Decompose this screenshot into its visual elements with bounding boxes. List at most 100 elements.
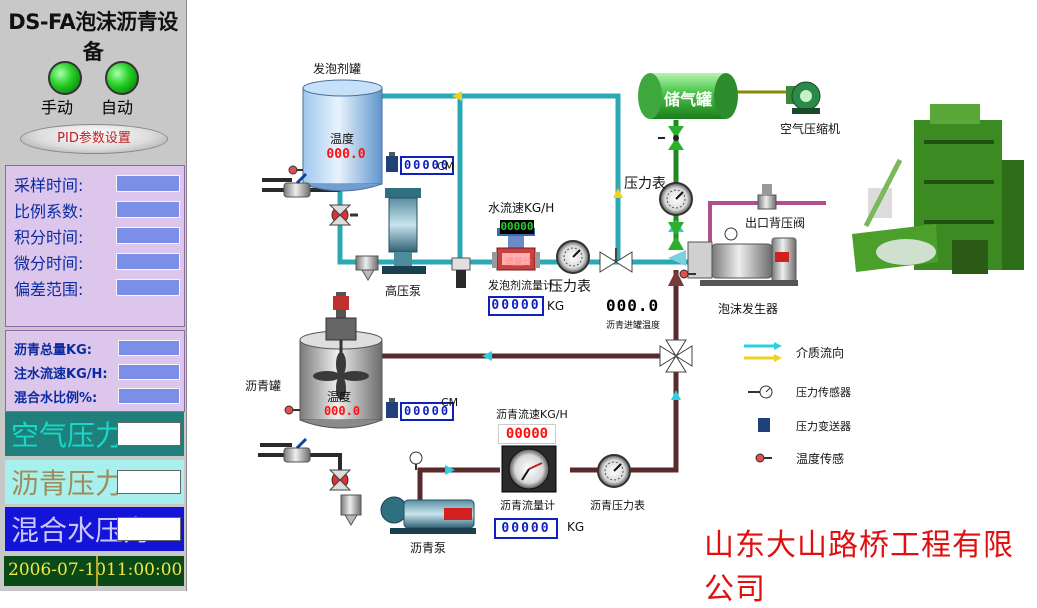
asphalt-total-display: 00000 (494, 518, 558, 539)
deviation-range-field[interactable] (116, 279, 180, 296)
gas-storage-tank[interactable] (638, 73, 738, 119)
asphalt-plant-image (852, 104, 1024, 274)
foam-level-transmitter (386, 152, 398, 172)
asphalt-pump[interactable] (380, 496, 476, 534)
control-panel: DS-FA泡沫沥青设备 手动 自动 PID参数设置 采样时间: 比例系数: 积分… (0, 0, 187, 591)
asphalt-flow-display: 00000 (498, 424, 556, 444)
derivative-time-label: 微分时间: (14, 254, 84, 273)
auto-mode-label: 自动 (101, 98, 134, 117)
foam-level-unit: CM (437, 160, 455, 173)
proportional-gain-field[interactable] (116, 201, 180, 218)
water-strainer (355, 255, 379, 281)
hp-pump-label: 高压泵 (385, 284, 422, 298)
asphalt-inlet-ball-valve[interactable] (283, 437, 311, 463)
asphalt-level-transmitter (386, 398, 398, 418)
water-flow-rate-field (118, 364, 180, 380)
asphalt-pressure-field (117, 470, 181, 494)
air-pressure-panel: 空气压力 (5, 412, 184, 456)
high-pressure-pump[interactable] (382, 188, 426, 274)
asphalt-inlet-temp-label: 沥青进罐温度 (606, 321, 661, 331)
legend-pressure-transmitter-label: 压力变送器 (796, 420, 851, 433)
foam-tank-label: 发泡剂罐 (313, 62, 362, 76)
foam-generator[interactable] (687, 227, 798, 286)
pid-settings-button[interactable]: PID参数设置 (20, 124, 168, 154)
outlet-back-pressure-valve[interactable] (757, 184, 777, 210)
deviation-range-label: 偏差范围: (14, 280, 84, 299)
legend-temp-sensor-icon (755, 453, 772, 463)
integral-time-label: 积分时间: (14, 228, 84, 247)
flow-arrows (452, 91, 623, 267)
stats-panel: 沥青总量KG: 注水流速KG/H: 混合水比例%: (5, 330, 185, 412)
sampling-time-field[interactable] (116, 175, 180, 192)
manual-mode-label: 手动 (41, 98, 74, 117)
gas-valve[interactable] (658, 126, 684, 150)
asphalt-tank-label: 沥青罐 (245, 379, 282, 393)
air-compressor[interactable] (786, 81, 821, 114)
foam-inlet-ball-valve[interactable] (283, 172, 311, 198)
mix-water-pressure-field (117, 517, 181, 541)
integral-time-field[interactable] (116, 227, 180, 244)
asphalt-tank-temp-label: 温度 (327, 390, 352, 404)
mix-water-pressure-panel: 混合水压力 (5, 507, 184, 551)
asphalt-tank[interactable] (299, 292, 383, 429)
legend-pressure-sensor-icon (748, 385, 773, 399)
asphalt-pressure-gauge[interactable] (597, 454, 631, 488)
water-flow-label: 水流速KG/H (488, 201, 555, 215)
asphalt-pump-label: 沥青泵 (410, 541, 447, 555)
process-diagram (258, 73, 1024, 534)
foam-generator-label: 泡沫发生器 (718, 302, 779, 316)
foam-tank-outlet-valve[interactable] (328, 204, 358, 226)
app-title: DS-FA泡沫沥青设备 (8, 10, 178, 64)
foam-tank-temp-display: 000.0 (326, 147, 366, 162)
air-pressure-label: 空气压力 (11, 419, 124, 452)
water-gauge-label: 压力表 (549, 279, 591, 295)
clock-bar: 2006-07-10 11:00:00 (4, 556, 184, 586)
clock-time: 11:00:00 (106, 560, 183, 580)
asphalt-3way-valve[interactable] (659, 339, 693, 373)
asphalt-gauge-label: 沥青压力表 (590, 499, 645, 512)
asphalt-tank-outlet-valve[interactable] (328, 469, 352, 491)
foam-tank-temp-label: 温度 (330, 132, 355, 146)
foam-total-display: 00000 (488, 296, 544, 316)
asphalt-flow-arrows (445, 351, 681, 475)
company-name: 山东大山路桥工程有限公司 (704, 528, 1014, 607)
water-injection-arrow (668, 250, 686, 266)
asphalt-inlet-arrow (668, 270, 684, 286)
clock-divider (96, 556, 98, 586)
asphalt-total-field (118, 340, 180, 356)
water-valve[interactable] (599, 248, 633, 273)
outlet-valve-label: 出口背压阀 (745, 216, 806, 230)
asphalt-tank-temp-sensor (284, 405, 300, 415)
asphalt-pressure-panel: 沥青压力 (5, 460, 184, 504)
asphalt-strainer (340, 494, 362, 526)
auto-mode-lamp[interactable] (105, 61, 139, 95)
water-flow-rate-label: 注水流速KG/H: (14, 367, 108, 382)
air-gauge-label: 压力表 (624, 176, 666, 192)
manual-mode-lamp[interactable] (48, 61, 82, 95)
asphalt-flowmeter[interactable] (501, 445, 557, 493)
metering-pump[interactable] (451, 257, 471, 288)
asphalt-pressure-label: 沥青压力 (11, 467, 124, 500)
proportional-gain-label: 比例系数: (14, 202, 84, 221)
air-compressor-label: 空气压缩机 (780, 122, 841, 136)
inlet-temp-sensor (679, 269, 696, 279)
sampling-time-label: 采样时间: (14, 176, 84, 195)
foam-flowmeter-screen: 流量计 (505, 258, 533, 268)
foam-agent-tank[interactable] (302, 79, 383, 192)
water-flow-display: 00000 (500, 220, 534, 234)
legend-pressure-sensor-label: 压力传感器 (796, 386, 851, 399)
derivative-time-field[interactable] (116, 253, 180, 270)
asphalt-tank-temp-display: 000.0 (323, 404, 361, 418)
air-pressure-gauge[interactable] (659, 182, 693, 216)
gas-tank-label: 储气罐 (664, 90, 713, 109)
air-check-valve[interactable] (668, 222, 684, 250)
legend-temp-sensor-label: 温度传感 (796, 452, 845, 466)
asphalt-flowmeter-label: 沥青流量计 (500, 499, 555, 512)
water-pressure-gauge[interactable] (556, 240, 590, 274)
foam-total-unit: KG (547, 299, 565, 313)
clock-date: 2006-07-10 (8, 560, 107, 580)
outlet-pipe (708, 201, 826, 245)
asphalt-total-unit: KG (567, 520, 585, 534)
air-pressure-field (117, 422, 181, 446)
foam-tank-temp-sensor (288, 165, 303, 175)
